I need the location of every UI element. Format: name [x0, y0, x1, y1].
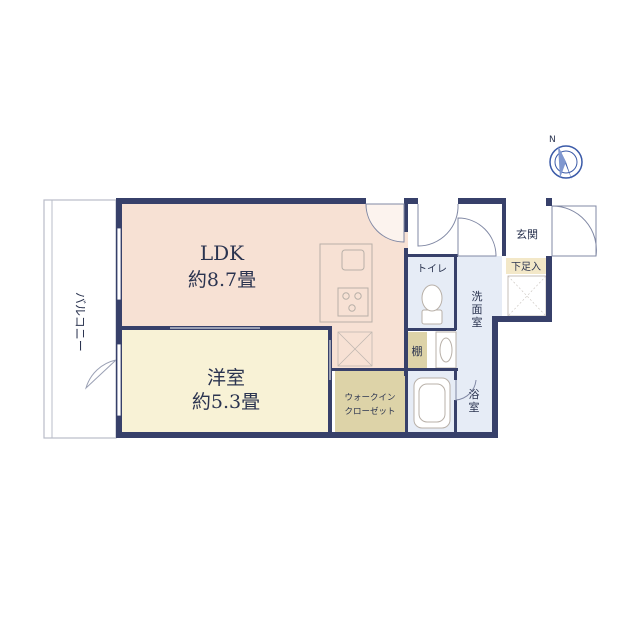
fridge-space	[337, 331, 373, 367]
washroom-label: 洗面室	[472, 290, 483, 329]
shoe-label: 下足入	[511, 261, 541, 273]
western-name: 洋室	[207, 367, 245, 389]
bathtub	[413, 377, 451, 429]
toilet-label: トイレ	[417, 264, 447, 275]
western-room	[120, 330, 330, 434]
ldk-room	[120, 204, 408, 326]
toilet-fixture	[421, 284, 443, 325]
kitchen-counter	[319, 243, 373, 323]
entrance-label: 玄関	[516, 227, 538, 241]
sliding-doors	[170, 327, 331, 380]
washbasin	[435, 331, 457, 369]
ldk-lower-extension	[331, 326, 408, 370]
balcony-label: バルコニー	[73, 292, 87, 352]
entrance-area	[502, 204, 546, 258]
walkin-closet	[335, 370, 406, 434]
door-swings	[365, 203, 597, 401]
shelf-box	[407, 332, 427, 368]
shelf-label: 棚	[412, 344, 423, 358]
bath-room	[456, 374, 492, 432]
balcony-area	[43, 199, 117, 439]
ldk-name: LDK	[200, 241, 245, 265]
entrance-floor-x2	[507, 275, 547, 317]
shoe-storage	[506, 258, 546, 274]
svg-text:洗面室: 洗面室	[472, 290, 483, 329]
ldk-size: 約8.7畳	[188, 269, 256, 291]
entrance-floor-x1	[507, 275, 547, 317]
walkin-label-line1: ウォークイン	[344, 393, 395, 403]
compass-label: N	[549, 135, 556, 145]
walkin-label-line2: クローゼット	[344, 406, 395, 417]
left-windows	[116, 227, 122, 417]
washroom	[456, 256, 502, 374]
compass-icon	[549, 145, 583, 180]
bath-label: 浴室	[469, 388, 480, 414]
balcony-door-swing	[85, 359, 117, 390]
western-size: 約5.3畳	[192, 391, 260, 413]
svg-text:浴室: 浴室	[469, 388, 480, 414]
